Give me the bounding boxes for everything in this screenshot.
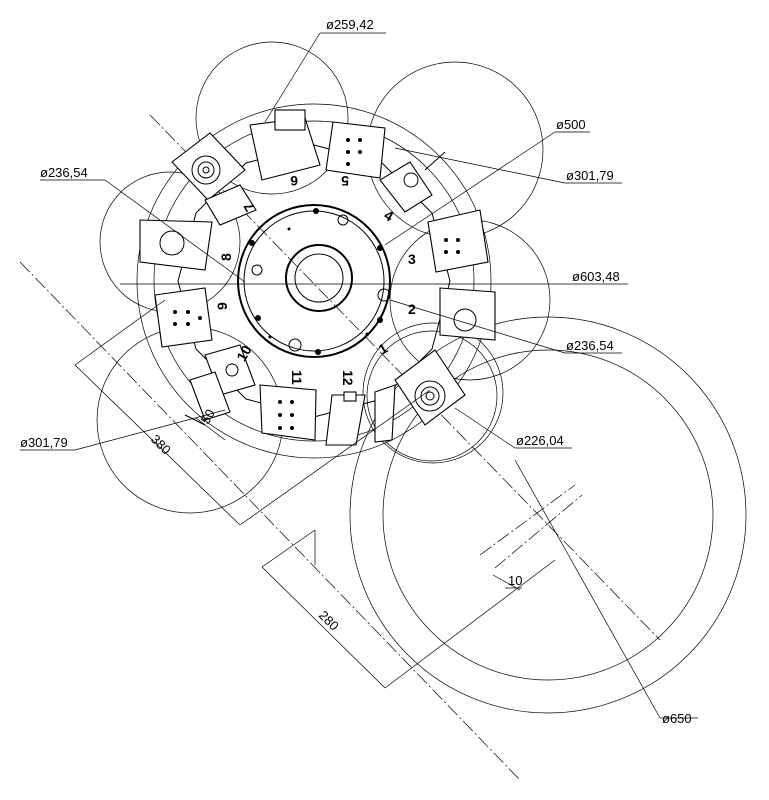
dim-length-50: 50 — [198, 406, 218, 426]
hub-bore-inner — [294, 253, 344, 303]
circle-d236-right — [362, 322, 504, 464]
circle-d603 — [136, 103, 492, 459]
station-label-5: 5 — [341, 173, 349, 189]
station-label-12: 12 — [340, 370, 356, 386]
dim-d259: ø259,42 — [326, 17, 374, 32]
circle-d650-inner — [382, 349, 714, 681]
station-label-8: 8 — [218, 253, 234, 261]
dim-length-380: 380 — [148, 432, 174, 458]
circle-d301-bottom — [96, 326, 284, 514]
dim-d236-left: ø236,54 — [40, 165, 88, 180]
dim-d500: ø500 — [556, 117, 586, 132]
circle-d259 — [195, 41, 349, 195]
station-label-3: 3 — [408, 251, 416, 267]
turntable — [177, 144, 451, 418]
leader-lines — [20, 32, 698, 719]
station-label-1: 1 — [376, 340, 391, 358]
dim-d236-right: ø236,54 — [566, 338, 614, 353]
circle-d226 — [366, 330, 498, 462]
hub-bore-outer — [285, 244, 353, 312]
circle-pitch — [153, 120, 475, 442]
station-label-11: 11 — [289, 370, 305, 385]
dim-d603: ø603,48 — [572, 269, 620, 284]
station-label-10: 10 — [233, 342, 255, 364]
dim-d650: ø650 — [662, 711, 692, 726]
center-lines — [19, 114, 661, 781]
dim-d226: ø226,04 — [516, 433, 564, 448]
station-labels: 1 2 3 4 5 6 7 8 9 10 11 12 — [214, 173, 416, 386]
fixture-blocks — [139, 109, 496, 446]
station-label-4: 4 — [382, 207, 397, 225]
station-label-9: 9 — [214, 302, 230, 310]
hub-outer-ring — [237, 204, 391, 358]
dim-length-10: 10 — [508, 573, 522, 588]
dim-length-280: 280 — [316, 608, 342, 634]
dim-d301-top: ø301,79 — [566, 168, 614, 183]
dimension-lines — [74, 299, 556, 689]
station-label-6: 6 — [290, 173, 298, 189]
dim-d301-bottom: ø301,79 — [20, 435, 68, 450]
station-label-2: 2 — [408, 301, 416, 317]
